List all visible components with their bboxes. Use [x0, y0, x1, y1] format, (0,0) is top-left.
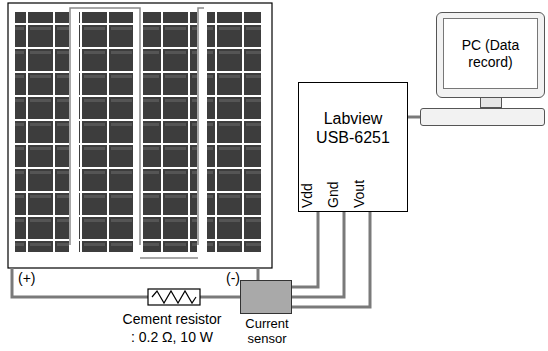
solar-panel-frame — [8, 3, 272, 268]
signal-wire — [292, 212, 318, 287]
sensor-node: Current sensor — [234, 280, 300, 350]
terminal-label: (-) — [226, 270, 240, 286]
signal-wire — [292, 212, 344, 297]
wire-negative — [257, 268, 260, 280]
bus-line — [140, 8, 204, 258]
cell-string — [143, 12, 197, 252]
monitor-stand — [480, 98, 502, 108]
wire-resistor-sensor — [200, 296, 240, 299]
resistor-zigzag — [152, 291, 196, 303]
terminal-label: (+) — [18, 270, 36, 286]
signal-wire — [408, 116, 420, 119]
resistor-symbol — [148, 289, 200, 305]
signal-name: Gnd — [326, 182, 341, 208]
pc-computer: PC (Data record) — [420, 12, 545, 127]
sensor-caption: Current sensor — [228, 316, 306, 346]
resistor-value: : 0.2 Ω, 10 W — [131, 329, 213, 345]
computer-base — [420, 108, 545, 126]
component-label: Current sensor — [228, 316, 306, 346]
cell-string — [15, 12, 69, 252]
current-sensor-box — [240, 280, 292, 314]
resistor-label: Cement resistor — [123, 311, 222, 327]
cell-string — [79, 12, 133, 252]
signal-name: Vout — [352, 180, 367, 208]
box-title: Labview USB-6251 — [305, 109, 401, 147]
signal-wire — [292, 212, 370, 307]
monitor: PC (Data record) — [436, 12, 545, 98]
bus-line — [70, 8, 140, 245]
monitor-screen: PC (Data record) — [443, 18, 538, 89]
wire-positive — [12, 268, 148, 297]
screen-text: PC (Data record) — [446, 37, 535, 71]
signal-name: Vdd — [300, 183, 315, 208]
cell-string — [207, 12, 261, 252]
